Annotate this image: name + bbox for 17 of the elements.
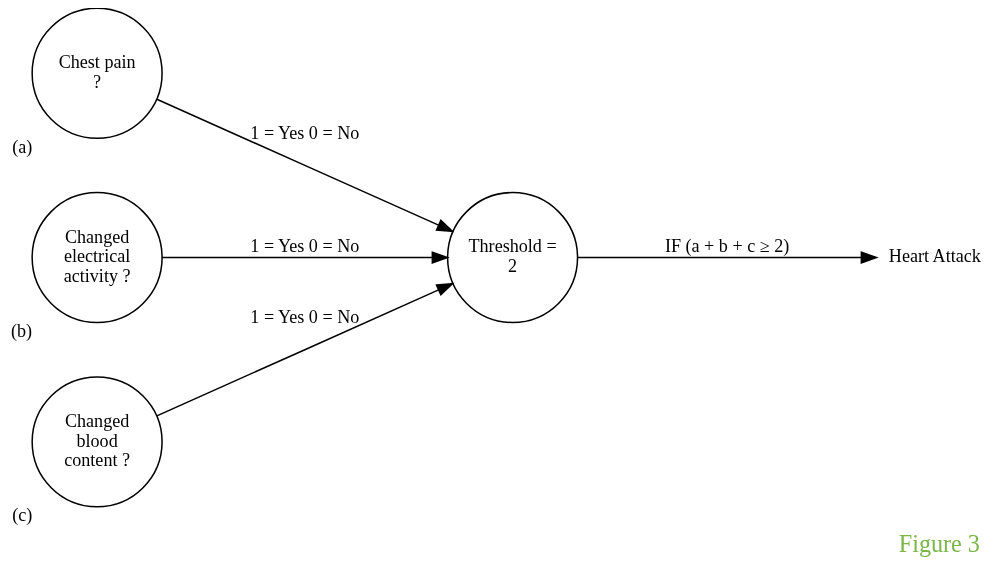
node-label: (c) [11,505,32,526]
arrow [160,251,450,264]
edge-label: 1 = Yes 0 = No [249,236,359,257]
node-text: Heart Attack [888,246,981,267]
node-circle: Threshold = 2 [446,191,578,324]
arrow [155,98,455,233]
node-circle: Changed blood content ? [30,376,163,508]
node-label: (b) [10,321,32,342]
edge-label: 1 = Yes 0 = No [249,123,359,144]
edge-label: IF (a + b + c ≥ 2) [664,236,789,257]
arrow [576,251,879,264]
arrow [155,282,455,417]
node-label: (a) [11,136,32,157]
node-circle: Changed electrical activity ? [30,191,163,324]
caption: Figure 3 [898,529,980,557]
edge-label: 1 = Yes 0 = No [249,307,359,328]
node-circle: Chest pain ? [30,8,163,139]
